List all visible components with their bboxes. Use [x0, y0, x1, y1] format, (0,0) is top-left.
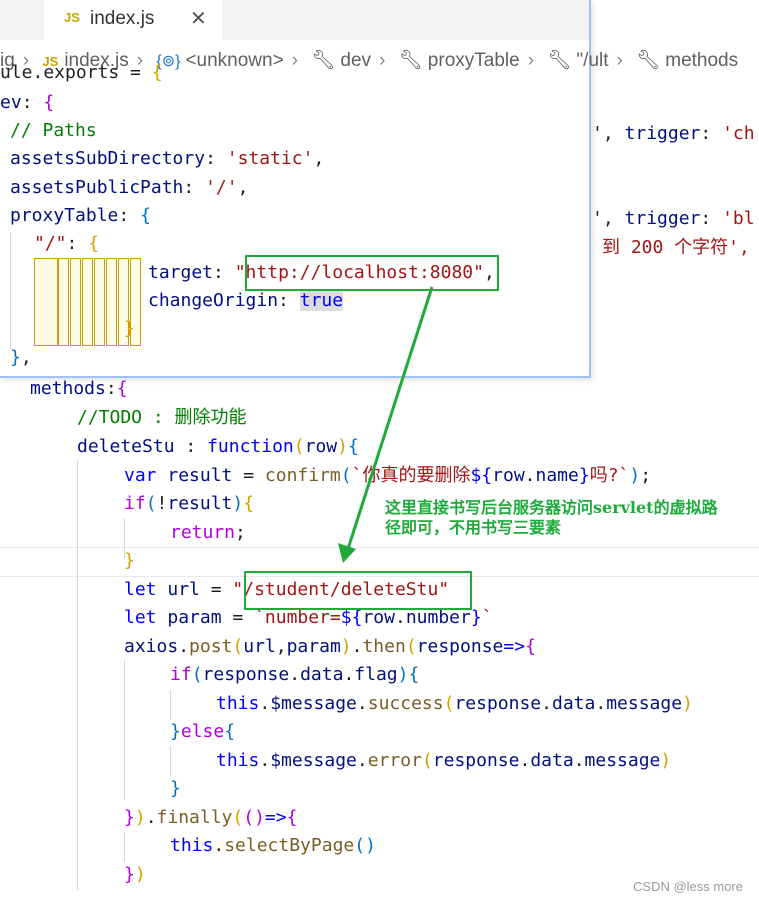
code-line: deleteStu : function(row){ — [77, 436, 359, 457]
current-line-highlight — [0, 547, 759, 577]
url-path-highlight — [244, 571, 472, 610]
breadcrumb-item[interactable]: {⊚}<unknown> — [156, 44, 283, 79]
indent-guide — [170, 690, 171, 720]
annotation-note: 这里直接书写后台服务器访问servlet的虚拟路径即可，不用书写三要素 — [385, 498, 718, 537]
close-icon[interactable]: ✕ — [190, 6, 207, 30]
code-line: methods:{ — [30, 378, 128, 399]
wrench-icon: 🔧︎ — [636, 50, 661, 71]
chevron-right-icon: › — [616, 50, 623, 71]
breadcrumb-item[interactable]: 🔧︎dev — [311, 44, 371, 78]
indent-guide — [124, 660, 125, 800]
gutter-decoration — [82, 258, 93, 346]
peek-line: }, — [10, 347, 32, 368]
code-line: this.$message.error(response.data.messag… — [216, 750, 672, 771]
gutter-decoration — [94, 258, 105, 346]
wrench-icon: 🔧︎ — [311, 50, 336, 71]
indent-guide — [124, 832, 125, 862]
javascript-file-icon: JS — [42, 54, 59, 69]
variable-icon: {⊚} — [156, 53, 181, 70]
indent-guide — [124, 518, 125, 558]
tab-label: index.js — [90, 8, 155, 29]
watermark: CSDN @less more — [633, 879, 743, 894]
code-line: var result = confirm(`你真的要删除${row.name}吗… — [124, 465, 652, 486]
gutter-decoration — [130, 258, 141, 346]
code-line: return; — [170, 522, 246, 543]
code-line: axios.post(url,param).then(response=>{ — [124, 636, 536, 657]
peek-line: ule.exports = { — [0, 62, 163, 83]
code-line: }) — [124, 864, 146, 885]
breadcrumb-item[interactable]: 🔧︎methods — [636, 44, 738, 78]
javascript-file-icon: JS — [64, 10, 80, 25]
chevron-right-icon: › — [22, 50, 30, 71]
code-line: }).finally(()=>{ — [124, 807, 298, 828]
gutter-decoration — [70, 258, 81, 346]
wrench-icon: 🔧︎ — [398, 50, 423, 71]
indent-guide — [170, 746, 171, 776]
indent-guide — [10, 232, 11, 350]
wrench-icon: 🔧︎ — [547, 50, 572, 71]
target-url-highlight — [245, 255, 499, 291]
code-line: let param = `number=${row.number}` — [124, 607, 493, 628]
code-line: }else{ — [170, 721, 236, 742]
peek-line: } — [124, 318, 135, 339]
tab-bar: JS index.js ✕ — [0, 0, 589, 40]
peek-line: ev: { — [0, 92, 55, 113]
code-line: let url = "/student/deleteStu" — [124, 579, 450, 600]
peek-line: proxyTable: { — [10, 205, 151, 226]
code-line: } — [170, 778, 181, 799]
breadcrumb-item[interactable]: 🔧︎"/ult — [547, 44, 608, 78]
gutter-decoration — [58, 258, 69, 346]
indent-guide — [77, 460, 78, 890]
tab-index-js[interactable]: JS index.js ✕ — [44, 0, 222, 40]
gutter-decoration — [106, 258, 117, 346]
chevron-right-icon: › — [291, 50, 299, 71]
peek-line: target: "http://localhost:8080", — [148, 262, 495, 283]
code-fragment: 到 200 个字符', — [602, 237, 750, 258]
code-line: if(response.data.flag){ — [170, 664, 420, 685]
breadcrumb-item[interactable]: 🔧︎proxyTable — [399, 44, 520, 78]
peek-line: assetsSubDirectory: 'static', — [10, 148, 325, 169]
peek-line: assetsPublicPath: '/', — [10, 177, 249, 198]
chevron-right-icon: › — [527, 50, 535, 71]
code-fragment: ', trigger: 'bl — [592, 208, 755, 229]
code-fragment: ', trigger: 'ch — [592, 123, 755, 144]
peek-line: // Paths — [10, 120, 97, 141]
code-line: this.$message.success(response.data.mess… — [216, 693, 693, 714]
peek-line: changeOrigin: true — [148, 290, 344, 311]
peek-line: "/": { — [34, 233, 100, 254]
code-line: if(!result){ — [124, 493, 255, 514]
chevron-right-icon: › — [136, 50, 144, 71]
code-line: //TODO : 删除功能 — [77, 407, 247, 428]
breadcrumb-item[interactable]: ig — [0, 50, 15, 71]
chevron-right-icon: › — [379, 50, 386, 71]
gutter-decoration — [34, 258, 58, 346]
code-line: } — [124, 550, 135, 571]
gutter-decoration — [118, 258, 129, 346]
code-line: this.selectByPage() — [170, 835, 376, 856]
